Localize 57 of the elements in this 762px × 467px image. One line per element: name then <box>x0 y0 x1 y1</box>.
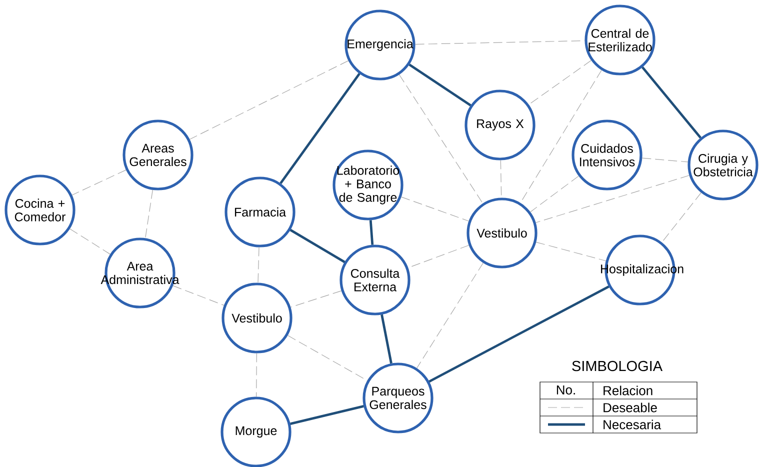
connector-line <box>408 64 472 106</box>
circle-node <box>4 174 76 246</box>
node-label: Consulta Externa <box>350 268 400 292</box>
connector-line <box>415 40 586 45</box>
connector-line <box>400 196 470 222</box>
connector-line <box>642 158 688 162</box>
circle-node <box>224 176 296 248</box>
connector-line <box>172 285 224 306</box>
connector-line <box>145 190 153 238</box>
circle-node <box>464 90 536 160</box>
node-label: Central de Esterilizado <box>588 28 652 52</box>
legend-title: SIMBOLOGIA <box>572 360 663 372</box>
node-label: Farmacia <box>234 207 286 217</box>
connector-line <box>642 66 702 139</box>
node-label: Morgue <box>236 426 277 438</box>
connector-line <box>536 242 606 262</box>
connector-line <box>258 246 260 284</box>
connector-line <box>398 74 484 204</box>
connector-line <box>287 335 368 381</box>
connector-line <box>72 170 126 196</box>
connector-line <box>70 228 110 254</box>
legend-label: Deseable <box>604 402 657 412</box>
circle-node <box>344 10 416 80</box>
node-label: Rayos X <box>477 119 524 131</box>
connector-line <box>290 228 346 264</box>
connector-line <box>535 175 690 223</box>
circle-node <box>222 282 292 354</box>
legend-label: Necesaria <box>604 420 662 430</box>
circle-node <box>572 120 642 190</box>
node-label: Vestibulo <box>232 313 282 323</box>
circle-node <box>332 150 404 220</box>
connector-line <box>280 72 360 184</box>
node-label: Vestibulo <box>476 228 527 238</box>
table-header: Relacion <box>604 386 652 396</box>
circle-node <box>122 120 194 190</box>
connector-line <box>290 405 364 425</box>
connector-line <box>380 314 392 364</box>
connector-line <box>416 262 484 368</box>
node-label: Areas Generales <box>130 144 186 166</box>
table-header: No. <box>556 385 575 395</box>
connector-line <box>528 60 592 105</box>
connector-line <box>189 60 349 140</box>
connector-line <box>662 192 702 243</box>
circle-node <box>688 130 758 200</box>
connector-line <box>290 290 342 308</box>
connector-line <box>256 353 257 397</box>
connector-line <box>369 220 374 245</box>
circle-node <box>362 362 434 434</box>
circle-node <box>340 244 410 316</box>
circle-node <box>466 198 538 268</box>
node-label: Cirugia y Obstetricia <box>694 154 753 176</box>
circle-node <box>584 4 656 76</box>
node-label: Parqueos Generales <box>370 386 426 410</box>
node-label: Cocina + Comedor <box>14 198 66 222</box>
connector-line <box>428 285 610 383</box>
connector-line <box>530 176 579 212</box>
node-label: Cuidados Intensivos <box>580 144 635 166</box>
